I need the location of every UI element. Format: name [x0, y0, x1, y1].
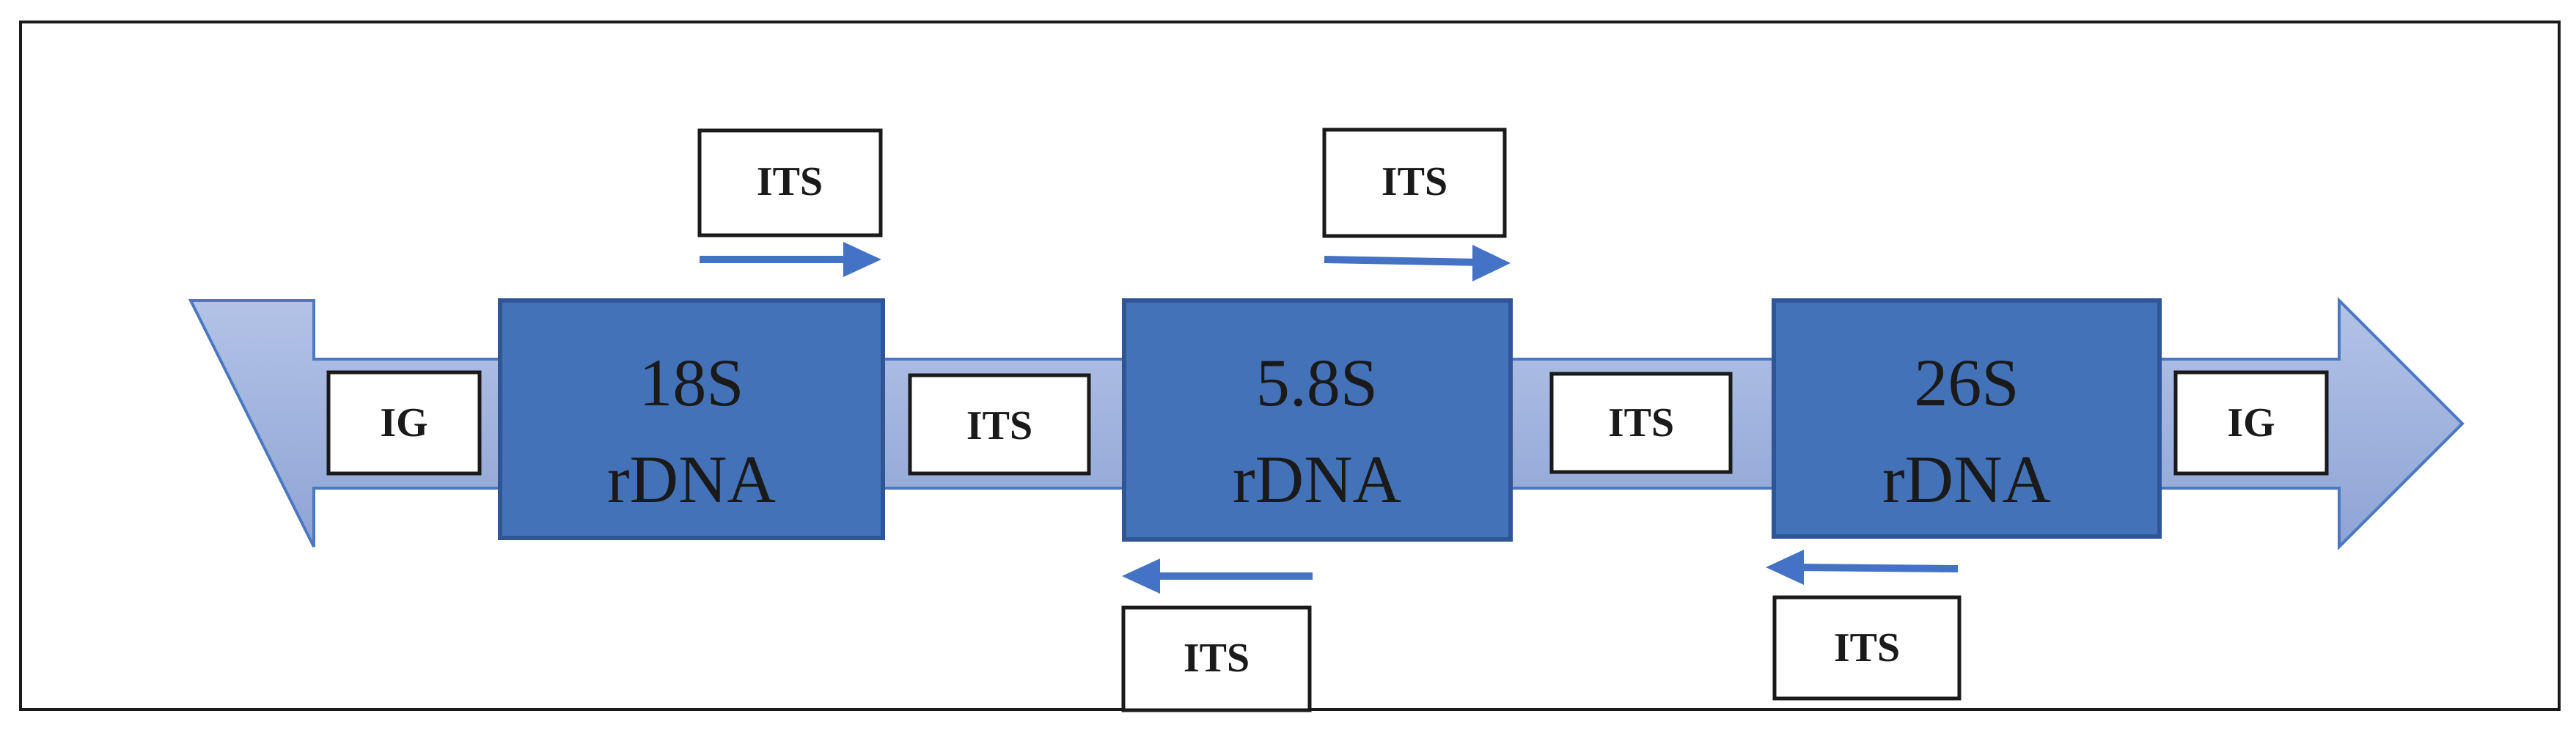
- gene-18s-type: rDNA: [607, 442, 776, 517]
- primer-reverse-2-arrow-shaft: [1796, 564, 1959, 572]
- its-spacer-1-box: ITS: [908, 373, 1091, 476]
- primer-forward-2-arrow-shaft: [1324, 256, 1482, 266]
- ig-left-box: IG: [326, 370, 482, 476]
- gene-18s-name: 18S: [639, 345, 744, 420]
- its-spacer-2-label: ITS: [1608, 400, 1674, 446]
- ig-left-label: IG: [380, 400, 428, 446]
- primer-reverse-1-arrow-head: [1122, 558, 1160, 594]
- primer-reverse-1-label: ITS: [1184, 635, 1250, 681]
- gene-26s-block: 26S rDNA: [1772, 298, 2162, 539]
- primer-reverse-1-box: [1121, 605, 1312, 712]
- gene-5-8s-name: 5.8S: [1256, 345, 1378, 420]
- primer-reverse-2-arrow-head: [1766, 550, 1804, 585]
- gene-5-8s-block: 5.8S rDNA: [1122, 298, 1513, 542]
- its-spacer-1-label: ITS: [966, 403, 1032, 449]
- primer-forward-2-arrow-head: [1472, 245, 1511, 281]
- gene-5-8s-type: rDNA: [1233, 442, 1401, 517]
- primer-reverse-2: ITS: [1766, 550, 1962, 701]
- primer-forward-1-label: ITS: [757, 159, 823, 204]
- primer-reverse-2-label: ITS: [1834, 625, 1900, 671]
- primer-forward-1-box: [697, 128, 883, 237]
- its-spacer-2-box: ITS: [1549, 372, 1733, 474]
- primer-forward-2: ITS: [1322, 128, 1511, 281]
- gene-26s-name: 26S: [1914, 345, 2019, 420]
- primer-forward-1-arrow-head: [843, 242, 881, 277]
- primer-reverse-1: ITS: [1121, 558, 1313, 712]
- ig-right-label: IG: [2227, 400, 2275, 446]
- primer-forward-2-box: [1322, 128, 1507, 238]
- ig-right-box: IG: [2173, 370, 2329, 476]
- primer-reverse-2-box: [1772, 595, 1962, 701]
- primer-forward-2-label: ITS: [1381, 159, 1447, 204]
- gene-26s-type: rDNA: [1882, 442, 2051, 517]
- gene-18s-block: 18S rDNA: [498, 298, 885, 540]
- primer-forward-1: ITS: [697, 128, 883, 277]
